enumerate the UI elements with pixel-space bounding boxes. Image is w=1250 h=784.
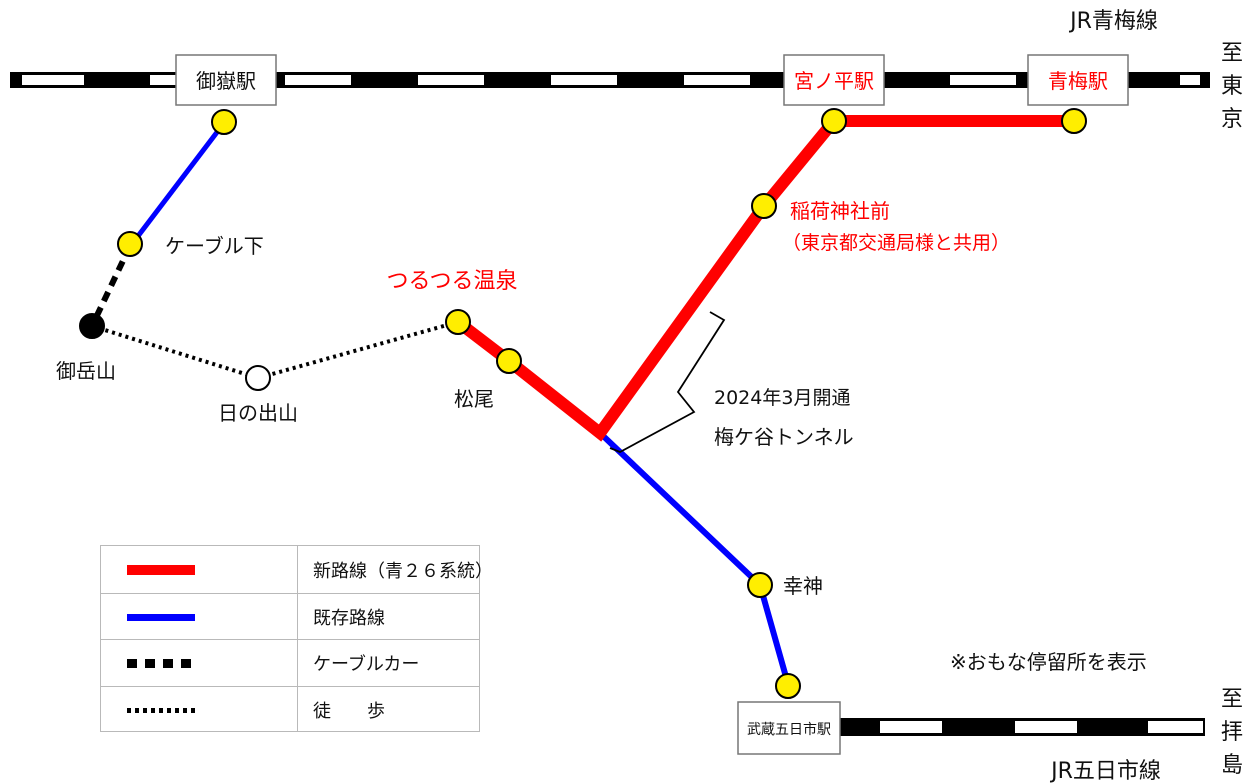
label-koujin: 幸神 — [783, 574, 823, 598]
legend-row-new-route: 新路線（青２６系統） — [101, 546, 493, 593]
stop-matsuo — [496, 348, 522, 374]
map-note: ※おもな停留所を表示 — [950, 650, 1147, 674]
tunnel-opening: 2024年3月開通 — [714, 387, 850, 409]
stop-ome — [1061, 108, 1087, 134]
legend-swatch-cable-car — [127, 658, 195, 668]
label-mitakesan: 御岳山 — [56, 359, 116, 383]
stop-cable-shita — [117, 231, 143, 257]
label-cable-shita: ケーブル下 — [165, 234, 264, 258]
jr-ome-line-track — [10, 72, 1210, 88]
direction-bottom-2: 拝 — [1221, 720, 1243, 745]
label-inari-jinja-mae: 稲荷神社前 — [790, 199, 890, 223]
legend-swatch-walking — [127, 707, 195, 713]
walking-path — [91, 320, 459, 381]
direction-top-1: 至 — [1221, 41, 1243, 66]
stop-musashi-itsukaichi — [775, 673, 801, 699]
direction-top-3: 京 — [1221, 107, 1243, 132]
jr-itsukaichi-line-track — [840, 718, 1205, 736]
stop-tsurutsuru-onsen — [445, 309, 471, 335]
station-label-mitake: 御嶽駅 — [196, 69, 256, 93]
station-box-musashi-itsukaichi — [737, 701, 841, 755]
stop-miyanohira — [821, 108, 847, 134]
station-label-miyanohira: 宮ノ平駅 — [794, 69, 874, 93]
legend-row-existing-route: 既存路線 — [101, 593, 479, 640]
legend-row-cable-car: ケーブルカー — [101, 639, 479, 686]
legend: 新路線（青２６系統） 既存路線 ケーブルカー 徒 歩 — [100, 545, 493, 733]
legend-label-walking: 徒 歩 — [313, 701, 385, 722]
stop-koujin — [747, 572, 773, 598]
station-box-ome — [1027, 54, 1129, 106]
existing-route-blue — [130, 121, 226, 246]
cable-car-line — [89, 244, 133, 328]
stop-inari-jinja-mae — [751, 193, 777, 219]
stop-mitake-station — [211, 109, 237, 135]
stop-mitakesan — [79, 313, 105, 339]
stop-hinodeyama — [245, 365, 271, 391]
label-matsuo: 松尾 — [454, 387, 494, 411]
station-label-musashi-itsukaichi: 武蔵五日市駅 — [747, 721, 831, 738]
legend-swatch-new-route — [127, 564, 195, 575]
legend-row-walking: 徒 歩 — [101, 686, 479, 733]
label-hinodeyama: 日の出山 — [218, 401, 298, 425]
label-inari-note: （東京都交通局様と共用） — [782, 232, 1010, 254]
station-box-mitake — [175, 54, 277, 106]
direction-bottom-3: 島 — [1221, 753, 1243, 778]
direction-top-2: 東 — [1221, 74, 1243, 99]
existing-route-blue-main — [456, 319, 791, 685]
direction-bottom-1: 至 — [1221, 687, 1243, 712]
legend-swatch-existing-route — [127, 613, 195, 621]
label-tsurutsuru-onsen: つるつる温泉 — [386, 269, 517, 294]
legend-label-new-route: 新路線（青２６系統） — [313, 560, 493, 582]
tunnel-bracket — [609, 311, 726, 453]
station-box-miyanohira — [783, 54, 885, 106]
legend-label-cable-car: ケーブルカー — [313, 654, 420, 675]
tunnel-name: 梅ケ谷トンネル — [714, 425, 854, 449]
station-label-ome: 青梅駅 — [1048, 69, 1108, 93]
legend-label-existing-route: 既存路線 — [313, 608, 385, 629]
legend-divider — [297, 546, 298, 731]
railway-bottom-name: JR五日市線 — [1049, 759, 1161, 784]
railway-top-name: JR青梅線 — [1068, 9, 1158, 34]
